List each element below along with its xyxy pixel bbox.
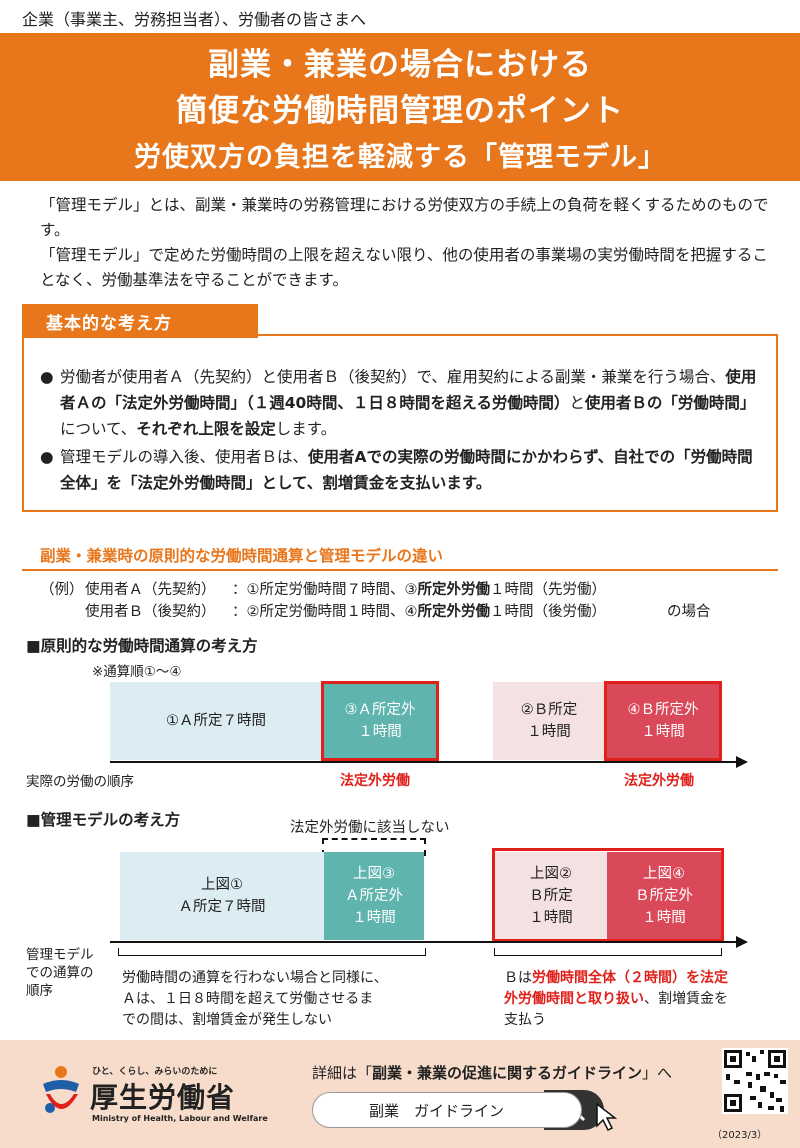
- ministry-tagline: ひと、くらし、みらいのために: [92, 1067, 218, 1077]
- principle-overtime-label-2: 法定外労働: [624, 773, 694, 789]
- model-left-explanation: 労働時間の通算を行わない場合と同様に、 Ａは、１日８時間を超えて労働させるま で…: [122, 970, 388, 1028]
- example-case-suffix: の場合: [667, 604, 711, 620]
- intro-paragraph-2: 「管理モデル」で定めた労働時間の上限を超えない限り、他の使用者の事業場の実労働時…: [40, 246, 768, 289]
- example-a-employer: 使用者Ａ（先契約）: [85, 582, 216, 598]
- bullet-item-2: ● 管理モデルの導入後、使用者Ｂは、使用者Aでの実際の労働時間にかかわらず、自社…: [40, 444, 760, 496]
- ministry-logo-icon: [43, 1066, 79, 1113]
- basic-concept-tab: 基本的な考え方: [22, 304, 258, 338]
- example-b-detail: ：②所定労働時間１時間、④所定外労働１時間（後労働）: [232, 604, 606, 620]
- model-box-2: 上図② Ｂ所定 １時間: [495, 852, 607, 940]
- principle-note: ※通算順①～④: [92, 664, 182, 680]
- ministry-english-name: Ministry of Health, Labour and Welfare: [92, 1114, 268, 1123]
- bullet-dot-icon: ●: [40, 368, 54, 386]
- model-right-explanation: Ｂは労働時間全体（２時間）を法定外労働時間と取り扱い、割増賃金を支払う: [504, 970, 728, 1028]
- title-banner: 副業・兼業の場合における 簡便な労働時間管理のポイント 労使双方の負担を軽減する…: [0, 33, 800, 181]
- qr-code-icon: [722, 1048, 788, 1114]
- principle-axis-label: 実際の労働の順序: [26, 774, 134, 790]
- audience-line: 企業（事業主、労務担当者）、労働者の皆さまへ: [22, 10, 367, 29]
- principle-frame-4: [604, 681, 722, 761]
- model-bracket-dashed: [322, 838, 426, 856]
- model-heading: ■管理モデルの考え方: [26, 811, 181, 829]
- guideline-link-text[interactable]: 詳細は「副業・兼業の促進に関するガイドライン」へ: [312, 1064, 673, 1082]
- issue-date: （2023/3）: [712, 1130, 768, 1141]
- example-label: （例）: [40, 582, 84, 598]
- arrow-right-icon: [736, 756, 748, 768]
- intro-paragraph-1: 「管理モデル」とは、副業・兼業時の労務管理における労使双方の手続上の負荷を軽くす…: [40, 196, 769, 239]
- example-b-employer: 使用者Ｂ（後契約）: [85, 604, 216, 620]
- title-line-1: 副業・兼業の場合における: [208, 47, 592, 83]
- title-subtitle: 労使双方の負担を軽減する「管理モデル」: [134, 142, 666, 173]
- principle-box-4: ④Ｂ所定外 １時間: [605, 682, 721, 760]
- model-axis-label: 管理モデル での通算の 順序: [26, 947, 94, 999]
- principle-box-1: ①Ａ所定７時間: [110, 682, 322, 760]
- model-note: 法定外労働に該当しない: [290, 820, 450, 836]
- model-bracket-left: [118, 948, 426, 956]
- model-box-4: 上図④ Ｂ所定外 １時間: [607, 852, 721, 940]
- principle-heading: ■原則的な労働時間通算の考え方: [26, 637, 258, 655]
- model-box-3: 上図③ Ａ所定外 １時間: [324, 852, 424, 940]
- basic-concept-box: ● 労働者が使用者Ａ（先契約）と使用者Ｂ（後契約）で、雇用契約による副業・兼業を…: [22, 334, 778, 512]
- principle-box-3: ③Ａ所定外 １時間: [322, 682, 438, 760]
- model-bracket-right: [494, 948, 722, 956]
- example-a-detail: ：①所定労働時間７時間、③所定外労働１時間（先労働）: [232, 582, 606, 598]
- principle-axis-line: [110, 761, 738, 763]
- principle-frame-3: [321, 681, 439, 761]
- model-axis-line: [110, 941, 738, 943]
- arrow-right-icon: [736, 936, 748, 948]
- model-box-1: 上図① Ａ所定７時間: [120, 852, 324, 940]
- section-divider: [22, 569, 778, 571]
- search-input[interactable]: 副業 ガイドライン: [312, 1092, 582, 1128]
- bullet-dot-icon: ●: [40, 448, 54, 466]
- principle-box-2: ②Ｂ所定 １時間: [493, 682, 605, 760]
- ministry-logo-text: 厚生労働省: [90, 1081, 236, 1114]
- cursor-icon: [596, 1102, 618, 1132]
- section-title-difference: 副業・兼業時の原則的な労働時間通算と管理モデルの違い: [40, 547, 444, 565]
- footer: ひと、くらし、みらいのために 厚生労働省 Ministry of Health,…: [0, 1040, 800, 1148]
- principle-overtime-label-1: 法定外労働: [340, 773, 410, 789]
- model-frame-b: [492, 848, 724, 942]
- bullet-item-1: ● 労働者が使用者Ａ（先契約）と使用者Ｂ（後契約）で、雇用契約による副業・兼業を…: [40, 364, 760, 442]
- intro-text: 「管理モデル」とは、副業・兼業時の労務管理における労使双方の手続上の負荷を軽くす…: [40, 193, 770, 293]
- title-line-2: 簡便な労働時間管理のポイント: [176, 93, 624, 129]
